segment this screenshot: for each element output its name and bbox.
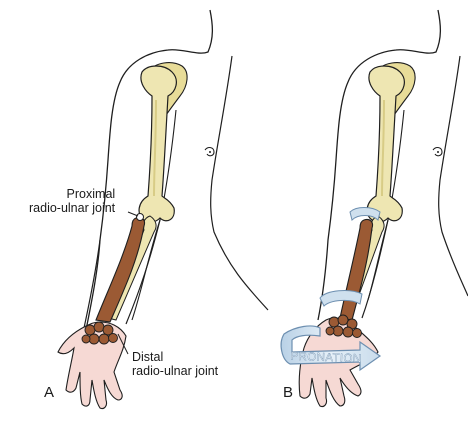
radius	[95, 216, 146, 323]
proximal-joint-marker	[136, 213, 144, 221]
torso-side-line	[210, 55, 269, 311]
torso-side-line-b	[438, 55, 468, 297]
pronation-arrow	[280, 325, 382, 372]
hand-a	[57, 321, 127, 410]
pronation-arrow-label: PRONATION	[290, 351, 362, 365]
panel-a	[57, 9, 269, 410]
carpal-bones-b	[325, 314, 362, 338]
nipple-mark	[204, 147, 215, 157]
forearm-outline	[83, 239, 101, 329]
carpal-bones-a	[81, 321, 118, 345]
forearm-outline-b	[361, 219, 389, 319]
proximal-joint-label: Proximal radio-ulnar joint	[29, 187, 115, 215]
proximal-label-line2: radio-ulnar joint	[29, 201, 116, 215]
proximal-leader-line	[127, 211, 139, 217]
distal-label-line2: radio-ulnar joint	[132, 364, 219, 378]
humerus-b	[366, 65, 405, 223]
torso-outline-b	[317, 9, 442, 321]
proximal-label-line1: Proximal	[66, 187, 116, 201]
middle-rotation-arrow	[319, 290, 363, 307]
panel-letter-b: B	[283, 384, 294, 401]
distal-label-line1: Distal	[132, 350, 164, 364]
distal-leader-line	[117, 333, 129, 355]
nipple-mark-b	[432, 147, 443, 157]
distal-joint-label: Distal radio-ulnar joint	[132, 350, 218, 378]
panel-letter-a: A	[44, 384, 55, 401]
panel-b: PRONATION	[280, 9, 468, 408]
humerus	[138, 65, 177, 223]
upper-rotation-arrow	[349, 207, 381, 221]
